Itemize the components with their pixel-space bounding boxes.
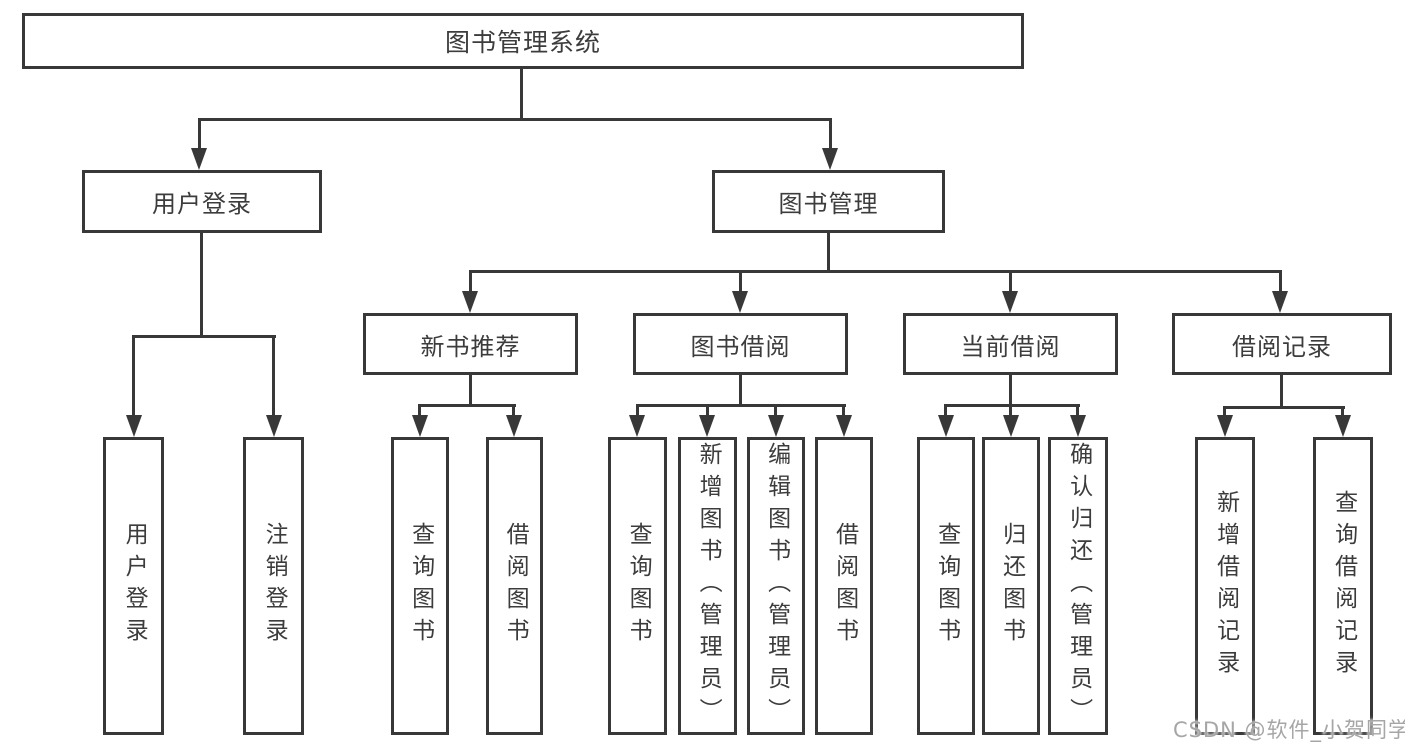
connector-line (272, 335, 275, 417)
connector-line (636, 404, 639, 417)
node-label: 新增借阅记录 (1212, 490, 1239, 682)
node-book-borrowing: 图书借阅 (633, 313, 848, 375)
csdn-watermark: CSDN @软件_小贺同学 (1173, 718, 1405, 742)
node-label: 查询图书 (407, 522, 434, 650)
node-user-login: 用户登录 (82, 170, 322, 233)
leaf-add-books-admin: 新增图书（管理员） (678, 437, 737, 735)
node-label: 用户登录 (121, 522, 148, 650)
node-label: 查询图书 (625, 522, 652, 650)
connector-line (636, 404, 846, 407)
connector-line (739, 270, 742, 293)
node-label: 借阅图书 (831, 522, 858, 650)
node-label: 注销登录 (261, 522, 288, 650)
connector-line (829, 118, 832, 150)
arrow-down-icon (462, 291, 478, 313)
arrow-down-icon (1335, 415, 1351, 437)
node-book-management: 图书管理 (712, 170, 945, 233)
connector-line (1223, 406, 1226, 417)
leaf-query-books-recommend: 查询图书 (391, 437, 449, 735)
arrow-down-icon (126, 415, 142, 437)
arrow-down-icon (412, 415, 428, 437)
connector-line (1223, 406, 1345, 409)
connector-line (198, 118, 201, 150)
connector-line (1076, 404, 1079, 417)
node-borrowing-records: 借阅记录 (1172, 313, 1392, 375)
arrow-down-icon (836, 415, 852, 437)
node-label: 当前借阅 (960, 332, 1061, 361)
arrow-down-icon (266, 415, 282, 437)
connector-line (1280, 375, 1283, 407)
node-label: 图书借阅 (690, 332, 791, 361)
node-label: 新增图书（管理员） (695, 442, 722, 730)
connector-line (469, 375, 472, 405)
arrow-down-icon (768, 415, 784, 437)
arrow-down-icon (938, 415, 954, 437)
arrow-down-icon (699, 415, 715, 437)
connector-line (512, 404, 515, 417)
connector-line (842, 404, 845, 417)
leaf-logout: 注销登录 (243, 437, 304, 735)
leaf-query-books-borrowing: 查询图书 (608, 437, 667, 735)
connector-line (520, 69, 523, 118)
connector-line (1009, 375, 1012, 405)
arrow-down-icon (732, 291, 748, 313)
arrow-down-icon (191, 148, 207, 170)
connector-line (739, 375, 742, 405)
leaf-borrow-books-recommend: 借阅图书 (486, 437, 543, 735)
node-label: 查询借阅记录 (1330, 490, 1357, 682)
arrow-down-icon (822, 148, 838, 170)
connector-line (944, 404, 947, 417)
connector-line (469, 270, 1282, 273)
connector-line (706, 404, 709, 417)
arrow-down-icon (1002, 291, 1018, 313)
node-label: 图书管理系统 (444, 28, 601, 57)
connector-line (827, 233, 830, 271)
leaf-query-borrow-record: 查询借阅记录 (1313, 437, 1373, 735)
arrow-down-icon (1003, 415, 1019, 437)
node-label: 编辑图书（管理员） (763, 442, 790, 730)
connector-line (1279, 270, 1282, 293)
connector-line (1009, 270, 1012, 293)
connector-line (469, 270, 472, 293)
connector-line (944, 404, 1080, 407)
leaf-user-login: 用户登录 (103, 437, 164, 735)
connector-line (200, 233, 203, 335)
leaf-query-books-current: 查询图书 (917, 437, 975, 735)
connector-line (1009, 404, 1012, 417)
arrow-down-icon (506, 415, 522, 437)
leaf-confirm-return-admin: 确认归还（管理员） (1048, 437, 1108, 735)
node-current-borrowing: 当前借阅 (903, 313, 1118, 375)
node-label: 用户登录 (152, 190, 252, 218)
arrow-down-icon (1217, 415, 1233, 437)
node-label: 查询图书 (933, 522, 960, 650)
connector-line (198, 118, 832, 121)
connector-line (774, 404, 777, 417)
connector-line (132, 335, 276, 338)
node-label: 新书推荐 (420, 332, 521, 361)
arrow-down-icon (629, 415, 645, 437)
leaf-borrow-books-borrowing: 借阅图书 (815, 437, 873, 735)
connector-line (418, 404, 421, 417)
connector-line (418, 404, 516, 407)
leaf-edit-books-admin: 编辑图书（管理员） (747, 437, 805, 735)
connector-line (1341, 406, 1344, 417)
node-label: 确认归还（管理员） (1065, 442, 1092, 730)
connector-line (132, 335, 135, 417)
node-label: 图书管理 (778, 190, 879, 218)
node-label: 借阅记录 (1232, 332, 1332, 361)
leaf-return-books: 归还图书 (982, 437, 1040, 735)
node-book-management-system: 图书管理系统 (22, 13, 1024, 69)
node-label: 借阅图书 (502, 522, 529, 650)
node-label: 归还图书 (998, 522, 1025, 650)
node-new-book-recommend: 新书推荐 (363, 313, 578, 375)
arrow-down-icon (1272, 291, 1288, 313)
arrow-down-icon (1070, 415, 1086, 437)
leaf-add-borrow-record: 新增借阅记录 (1195, 437, 1255, 735)
